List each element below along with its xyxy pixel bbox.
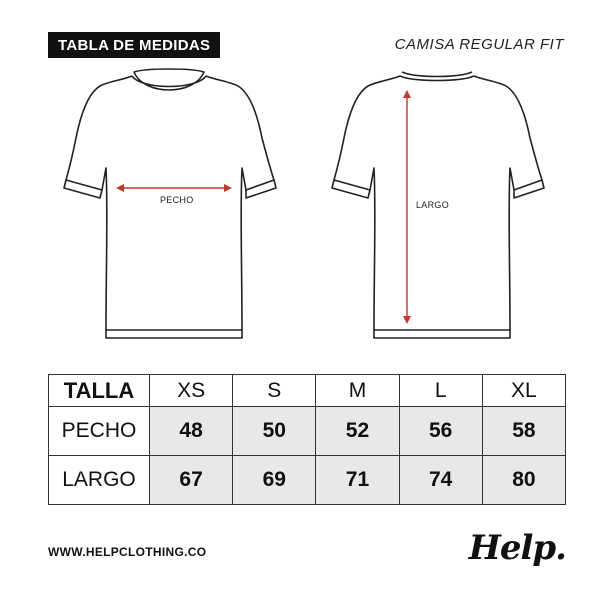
chest-arrow [116,184,232,192]
length-arrow [403,90,411,324]
shirt-front-icon [63,68,277,339]
table-cell: 52 [315,406,400,456]
table-row: PECHO 48 50 52 56 58 [48,406,567,456]
row-label: PECHO [48,406,150,456]
table-header-cell: XL [481,374,567,407]
shirt-back-diagram: LARGO [330,68,545,353]
table-cell: 50 [232,406,317,456]
table-cell: 58 [481,406,567,456]
table-cell: 80 [481,455,567,505]
table-cell: 67 [148,455,234,505]
table-header-cell: XS [148,374,234,407]
table-cell: 56 [398,406,483,456]
table-cell: 69 [232,455,317,505]
shirt-back-icon [331,71,545,339]
table-cell: 71 [315,455,400,505]
size-table: TALLA XS S M L XL PECHO 48 50 52 56 58 L… [48,374,567,505]
brand-logo: Help. [468,528,567,568]
page-title: TABLA DE MEDIDAS [48,32,221,58]
table-header-cell: L [398,374,483,407]
row-label: LARGO [48,455,150,505]
table-row: LARGO 67 69 71 74 80 [48,455,567,505]
table-cell: 74 [398,455,483,505]
website-url: WWW.HELPCLOTHING.CO [48,545,207,559]
page-title-text: TABLA DE MEDIDAS [58,36,211,54]
product-subtitle: CAMISA REGULAR FIT [394,36,564,53]
shirt-front-diagram: PECHO [62,68,277,353]
table-header-cell: S [232,374,317,407]
table-cell: 48 [148,406,234,456]
table-header-row: TALLA XS S M L XL [48,374,567,407]
length-label: LARGO [416,200,450,210]
table-header-cell: TALLA [48,374,150,407]
chest-label: PECHO [160,195,194,205]
table-header-cell: M [315,374,400,407]
